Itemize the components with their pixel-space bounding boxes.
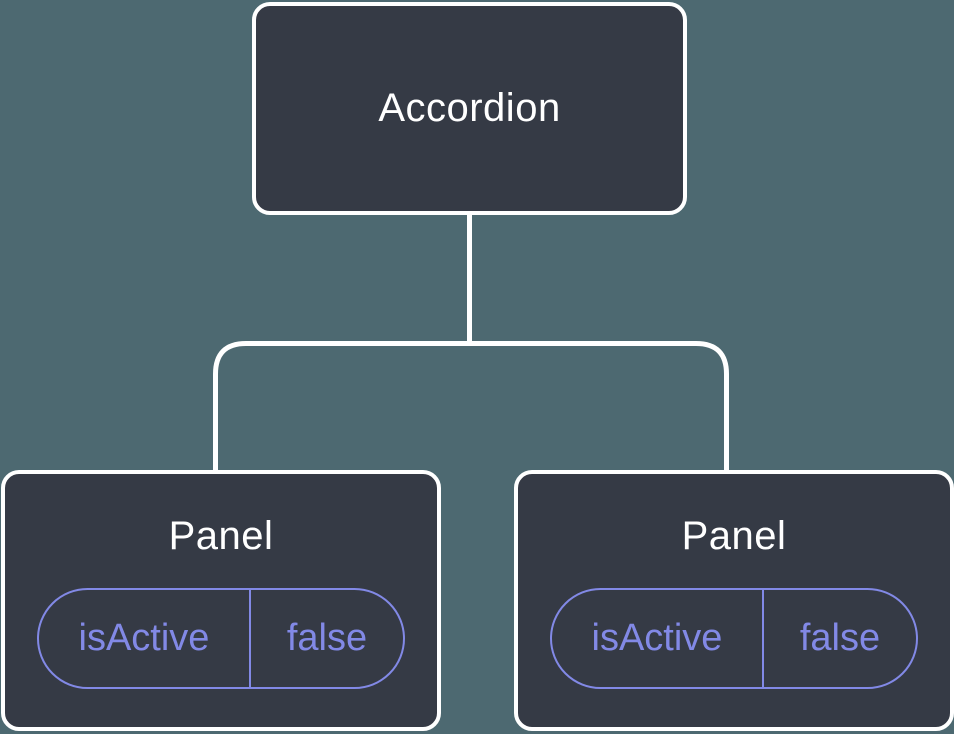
panel-node-1: Panel isActive false — [1, 470, 441, 731]
state-pill: isActive false — [550, 588, 918, 689]
panel-node-2: Panel isActive false — [514, 470, 954, 731]
state-value: false — [248, 590, 403, 687]
node-label: Panel — [168, 514, 274, 558]
state-pill: isActive false — [37, 588, 405, 689]
state-key: isActive — [78, 617, 210, 659]
node-label: Accordion — [378, 86, 561, 130]
accordion-node: Accordion — [252, 2, 687, 215]
state-value: false — [761, 590, 916, 687]
state-key: isActive — [591, 617, 723, 659]
node-label: Panel — [681, 514, 787, 558]
connector-branch — [213, 341, 729, 472]
